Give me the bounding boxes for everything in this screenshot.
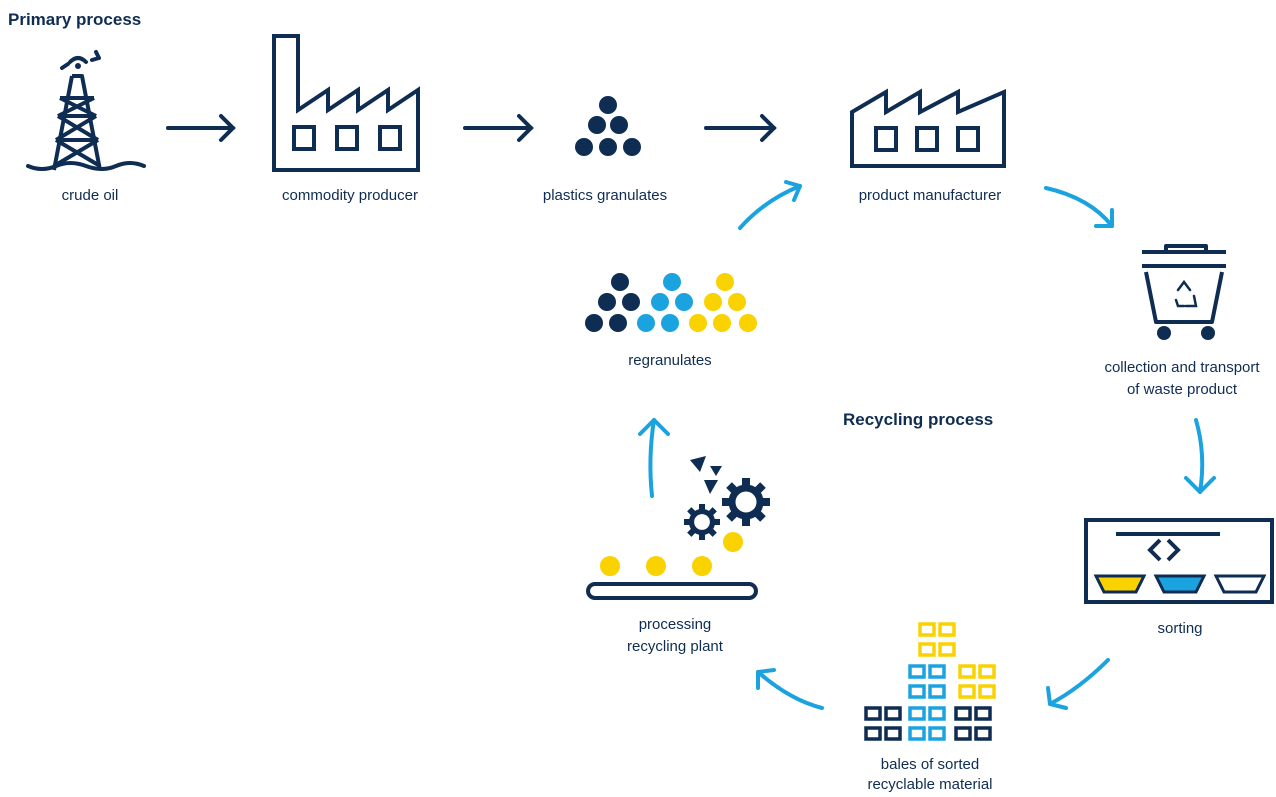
label-collection-line2: of waste product xyxy=(1126,381,1238,398)
primary-process-title: Primary process xyxy=(8,10,142,29)
recycling-plant-icon xyxy=(586,456,770,600)
label-collection-line1: collection and transport xyxy=(1104,359,1260,376)
arrow-collection-to-sorting xyxy=(1184,418,1216,494)
label-bales-line1: bales of sorted xyxy=(880,756,980,773)
recycling-bin-icon xyxy=(1142,244,1226,340)
label-crude-oil: crude oil xyxy=(61,187,119,204)
label-sorting: sorting xyxy=(1157,620,1203,637)
label-processing-line2: recycling plant xyxy=(627,638,723,655)
arrow-manufacturer-to-collection xyxy=(1044,186,1114,228)
label-regranulates: regranulates xyxy=(628,352,712,369)
label-bales-line2: recyclable material xyxy=(867,776,993,793)
recycling-process-title: Recycling process xyxy=(843,410,994,429)
label-collection: collection and transport of waste produc… xyxy=(1082,357,1276,401)
regranulates-pile-icon xyxy=(585,273,757,332)
label-processing: processing recycling plant xyxy=(575,614,775,658)
arrow-regranulates-to-manufacturer xyxy=(738,180,802,230)
label-plastics-granulates: plastics granulates xyxy=(542,187,668,204)
factory-icon xyxy=(850,88,1006,168)
bales-stack-icon xyxy=(864,622,996,741)
factory-chimney-icon xyxy=(272,34,420,172)
cycle-arrows xyxy=(638,180,1216,710)
arrow-oil-to-producer xyxy=(166,114,236,142)
arrow-producer-to-granulates xyxy=(463,114,534,142)
label-product-manufacturer: product manufacturer xyxy=(858,187,1002,204)
arrow-processing-to-regranulates xyxy=(638,418,670,498)
granulates-pile-icon xyxy=(575,96,641,156)
label-commodity-producer: commodity producer xyxy=(282,187,418,204)
label-bales: bales of sorted recyclable material xyxy=(830,755,1030,795)
arrow-bales-to-processing xyxy=(756,668,824,710)
label-processing-line1: processing xyxy=(638,616,712,633)
oil-rig-icon xyxy=(26,50,146,171)
arrow-granulates-to-manufacturer xyxy=(704,114,777,142)
arrow-sorting-to-bales xyxy=(1046,658,1110,710)
sorting-machine-icon xyxy=(1084,518,1274,604)
